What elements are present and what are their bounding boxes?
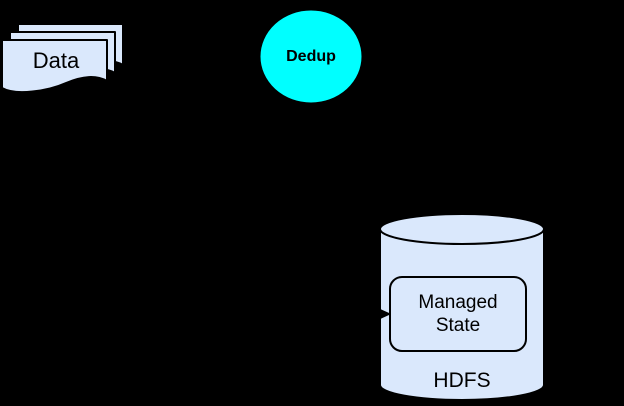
edge-arrowhead-icon <box>377 307 392 321</box>
cylinder-top-rim <box>379 228 545 245</box>
data-documents-shape <box>1 23 124 94</box>
managed-state-box-shape <box>389 276 527 352</box>
edge-dedup-to-managed-state <box>310 103 392 321</box>
dedup-ellipse-shape <box>259 9 363 104</box>
edge-line <box>310 103 379 315</box>
document-page-front-icon <box>1 39 108 94</box>
